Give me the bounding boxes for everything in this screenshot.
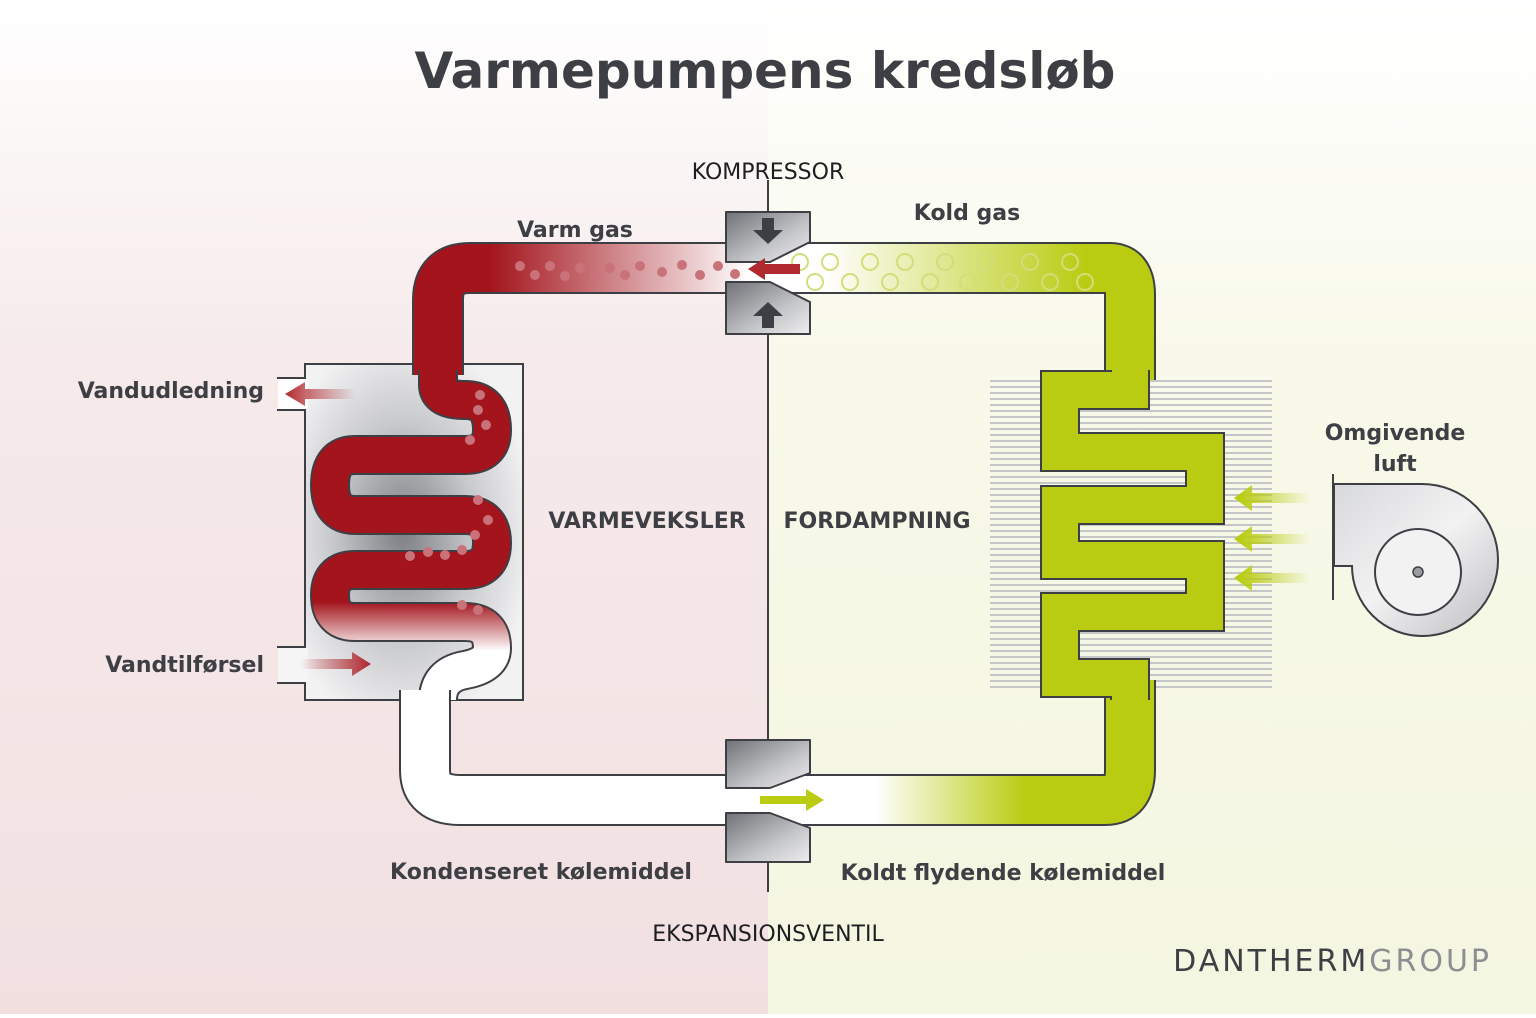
compressor-arrow-up-icon — [753, 302, 783, 328]
warm-gas-bubbles — [405, 260, 740, 615]
water-inlet-label: Vandtilførsel — [105, 653, 264, 678]
expansion-valve — [725, 739, 824, 863]
compressor — [725, 211, 811, 335]
water-outlet-pipe — [277, 377, 306, 411]
water-inlet-pipe — [277, 646, 306, 684]
flow-arrow-icon — [1234, 526, 1315, 552]
fan-icon — [1332, 474, 1499, 638]
water-outlet-label: Vandudledning — [78, 379, 264, 404]
condensed-refrigerant-label: Kondenseret kølemiddel — [390, 860, 692, 885]
flow-arrow-icon — [1234, 565, 1315, 591]
brand-logo-part1: DANTHERM — [1173, 944, 1369, 979]
flow-arrow-icon — [1234, 485, 1315, 511]
water-inlet-arrow-icon — [300, 652, 371, 676]
ambient-air-label-line1: Omgivende — [1325, 421, 1466, 446]
heat-exchanger-label: VARMEVEKSLER — [548, 509, 745, 534]
expansion-valve-label: EKSPANSIONSVENTIL — [652, 922, 884, 947]
evaporation-label: FORDAMPNING — [783, 509, 970, 534]
page-title: Varmepumpens kredsløb — [415, 42, 1116, 100]
water-outlet-arrow-icon — [285, 382, 355, 406]
brand-logo: DANTHERMGROUP — [1173, 944, 1492, 979]
flow-arrow-icon — [760, 789, 824, 811]
compressor-label: KOMPRESSOR — [692, 160, 845, 185]
cold-gas-bubbles — [791, 253, 1094, 291]
warm-gas-label: Varm gas — [517, 218, 633, 243]
cold-gas-label: Kold gas — [914, 201, 1020, 226]
cold-liquid-refrigerant-label: Koldt flydende kølemiddel — [841, 861, 1166, 886]
brand-logo-part2: GROUP — [1369, 944, 1492, 979]
evaporator-fins — [990, 380, 1272, 692]
ambient-air-arrows — [1234, 485, 1315, 591]
compressor-arrow-down-icon — [753, 218, 783, 244]
ambient-air-label-line2: luft — [1373, 452, 1417, 477]
flow-arrow-icon — [748, 258, 800, 280]
